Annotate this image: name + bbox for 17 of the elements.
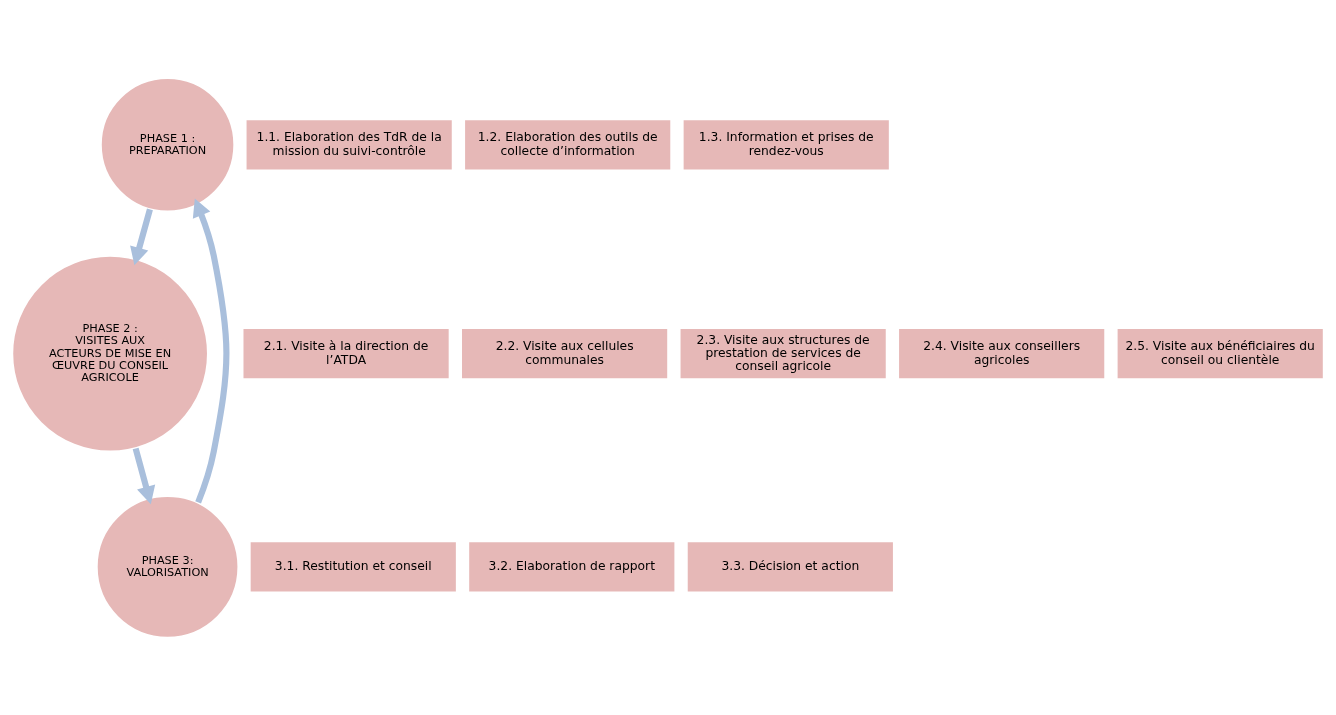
- node-box: 2.5. Visite aux bénéficiaires du conseil ou clientèle: [1115, 326, 1325, 380]
- node-box: 2.4. Visite aux conseillers agricoles: [897, 326, 1107, 380]
- node-circle: PHASE 1 : PREPARATION: [99, 76, 236, 213]
- node-circle: PHASE 3: VALORISATION: [95, 494, 240, 639]
- arrow: [192, 198, 230, 504]
- arrow: [132, 447, 156, 504]
- node-box: 1.1. Elaboration des TdR de la mission du suivi-contrôle: [244, 117, 454, 171]
- node-box: 3.2. Elaboration de rapport: [467, 539, 677, 593]
- arrow: [130, 208, 153, 265]
- node-circle: PHASE 2 : VISITES AUX ACTEURS DE MISE EN ŒUVRE DU CONSEIL AGRICOLE: [11, 254, 210, 453]
- node-box: 1.2. Elaboration des outils de collecte d’information: [463, 117, 673, 171]
- node-box: 1.3. Information et prises de rendez-vous: [681, 117, 891, 171]
- node-box: 3.1. Restitution et conseil: [248, 539, 458, 593]
- node-box: 2.3. Visite aux structures de prestation de services de conseil agricole: [678, 326, 888, 380]
- node-box: 2.2. Visite aux cellules communales: [459, 326, 670, 380]
- node-box: 3.3. Décision et action: [685, 539, 895, 593]
- node-box: 2.1. Visite à la direction de l’ATDA: [241, 326, 451, 380]
